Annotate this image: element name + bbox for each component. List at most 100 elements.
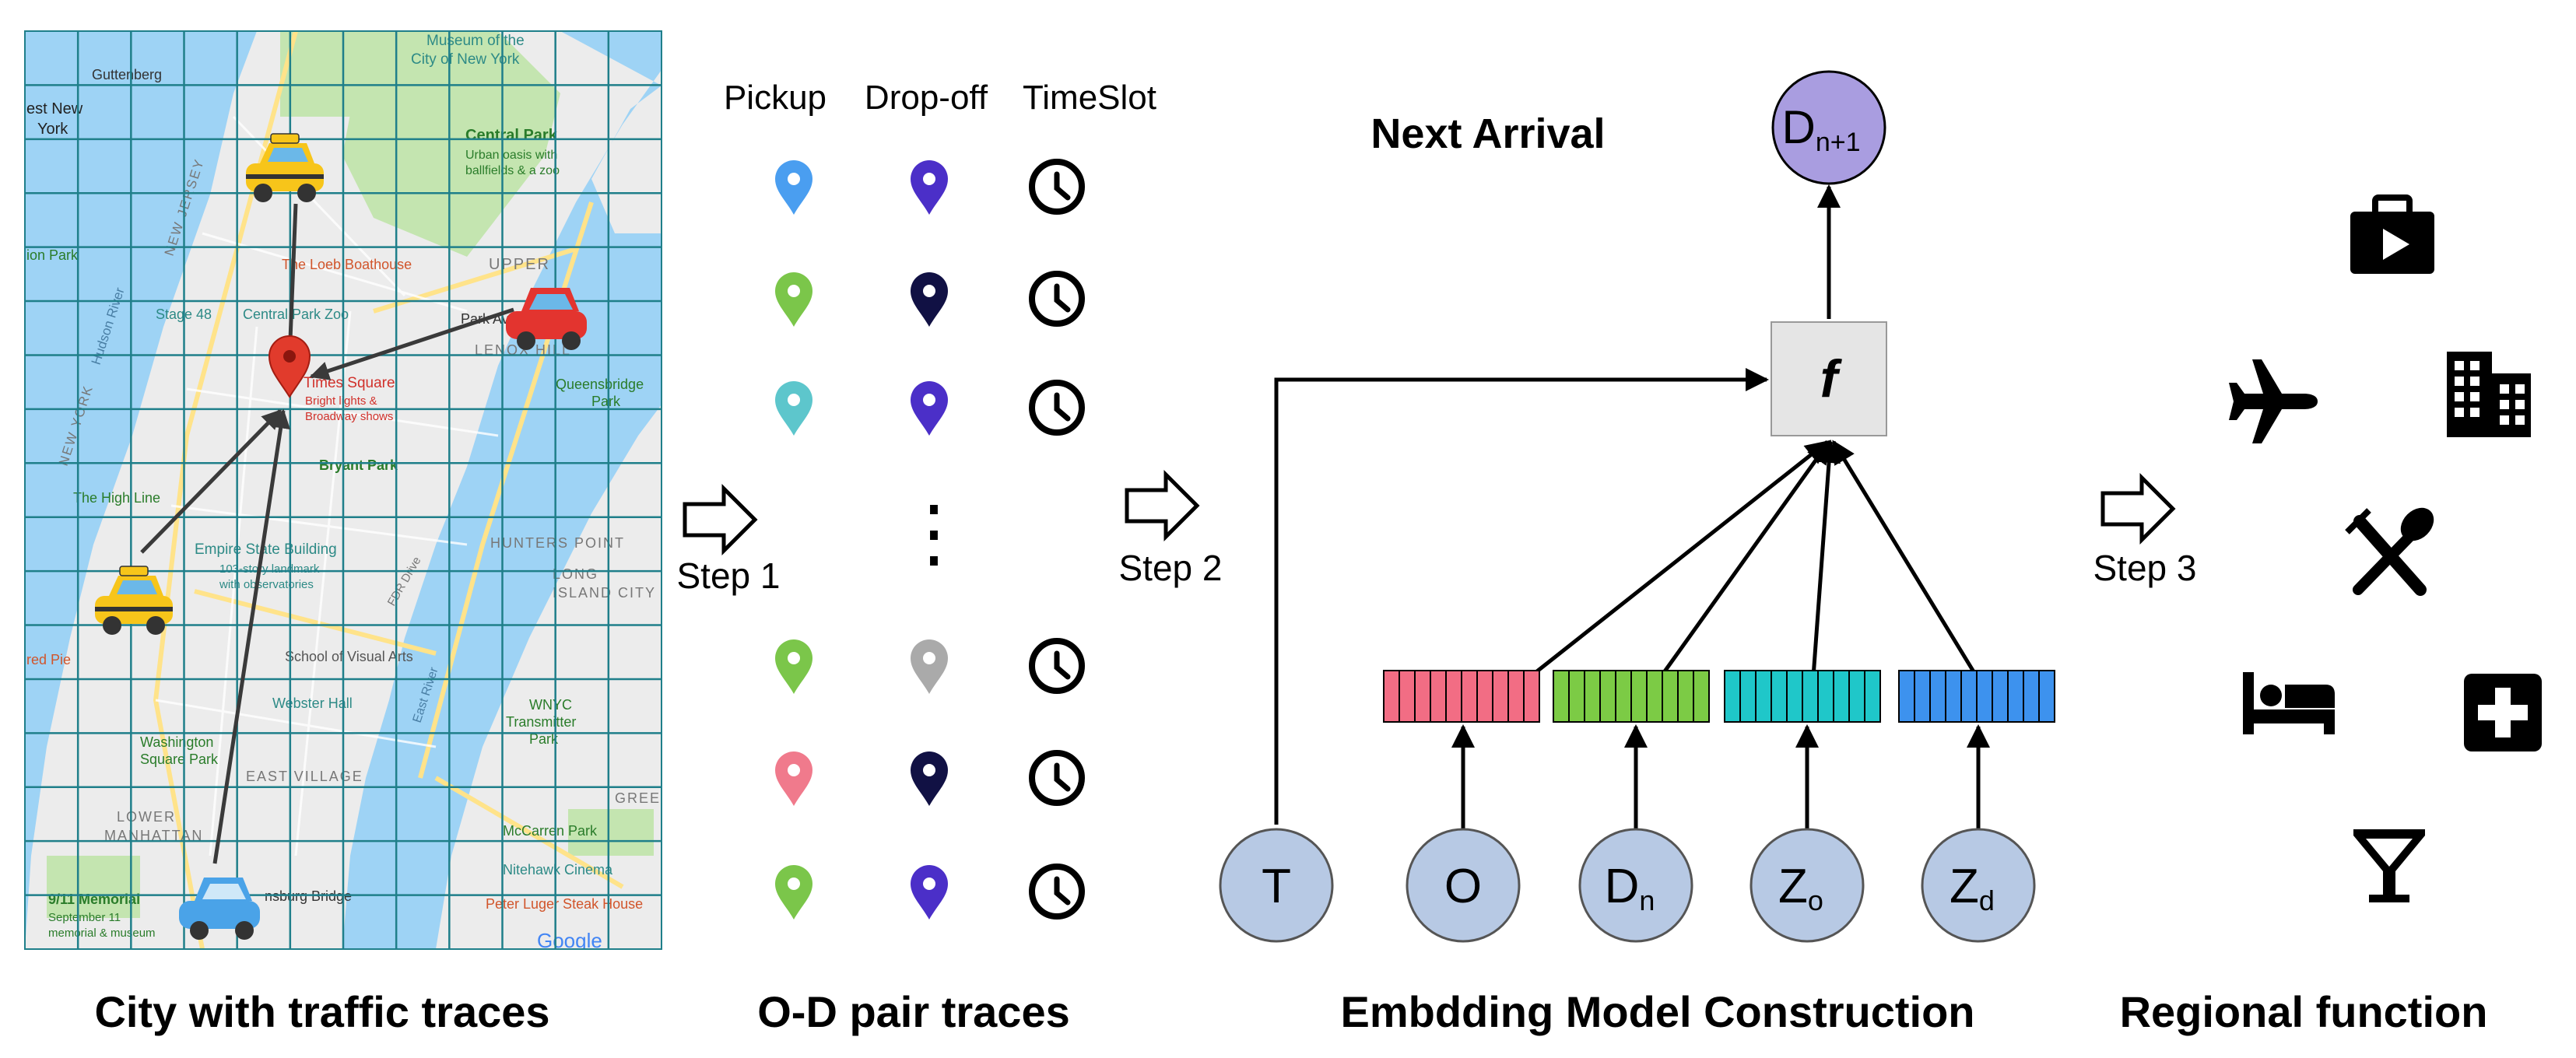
caption-od: O-D pair traces bbox=[757, 987, 1070, 1036]
clock-icon bbox=[1029, 638, 1085, 694]
input-node-label: Zo bbox=[1778, 860, 1823, 916]
map-label-greenpoint: GREENP bbox=[615, 790, 683, 806]
work-icon bbox=[2350, 194, 2434, 274]
step-2-arrow bbox=[1125, 469, 1200, 542]
clock-icon bbox=[1029, 864, 1085, 920]
input-node-sub: n bbox=[1639, 885, 1655, 916]
embedding-vector bbox=[1553, 670, 1710, 723]
input-node: T bbox=[1219, 828, 1334, 943]
map-label-memorial: 9/11 Memorial bbox=[48, 892, 140, 907]
input-node: Dn bbox=[1578, 828, 1693, 943]
output-node-main: D bbox=[1781, 101, 1815, 153]
dropoff-pin-icon bbox=[911, 751, 948, 806]
map-label-sva: School of Visual Arts bbox=[285, 649, 413, 664]
dropoff-pin-icon bbox=[911, 381, 948, 436]
hospital-icon bbox=[2464, 674, 2542, 751]
clock-icon bbox=[1029, 271, 1085, 327]
trace-4 bbox=[212, 408, 290, 864]
embedding-arrows bbox=[1528, 440, 1979, 678]
od-rows bbox=[775, 159, 1085, 920]
time-input-path bbox=[1274, 368, 1769, 825]
trace-3 bbox=[140, 409, 282, 554]
dropoff-pin-icon bbox=[911, 160, 948, 215]
map-label-google: Google bbox=[537, 929, 602, 952]
function-box: f bbox=[1771, 321, 1887, 436]
input-node: Zd bbox=[1921, 828, 2036, 943]
destination-pin bbox=[268, 335, 311, 398]
map-label-lenox-hill: LENOX HILL bbox=[475, 342, 571, 358]
caption-city: City with traffic traces bbox=[94, 987, 549, 1036]
output-node: Dn+1 bbox=[1771, 70, 1886, 185]
airplane-icon bbox=[2229, 359, 2318, 443]
map-label-webster: Webster Hall bbox=[272, 695, 353, 711]
map-label-pier: red Pie bbox=[26, 652, 71, 667]
trace-1 bbox=[280, 203, 300, 362]
embedding-model: Next Arrival Dn+1 f T O Dn Zo Zd bbox=[1219, 70, 2055, 943]
output-node-sub: n+1 bbox=[1816, 128, 1861, 157]
map-label-times-square-desc: Bright lights &Broadway shows bbox=[305, 394, 393, 423]
map-label-east-village: EAST VILLAGE bbox=[246, 769, 363, 784]
clock-icon bbox=[1029, 380, 1085, 436]
embedding-vector bbox=[1383, 670, 1540, 723]
traffic-traces bbox=[140, 203, 514, 864]
clock-icon bbox=[1029, 750, 1085, 806]
taxi-icon bbox=[246, 133, 324, 202]
step-2-label: Step 2 bbox=[1119, 548, 1223, 588]
map-label-esb: Empire State Building bbox=[195, 541, 337, 558]
map-label-hunters-point: HUNTERS POINT bbox=[490, 535, 625, 551]
caption-regional: Regional function bbox=[2120, 987, 2488, 1036]
input-node-main: O bbox=[1444, 860, 1482, 913]
input-node: Zo bbox=[1750, 828, 1865, 943]
input-node: O bbox=[1406, 828, 1521, 943]
trace-2 bbox=[309, 307, 514, 380]
input-node-label: Zd bbox=[1950, 860, 1995, 916]
pickup-pin-icon bbox=[775, 865, 812, 920]
step-2: Step 2 bbox=[1119, 469, 1223, 588]
map-label-central-park: Central Park bbox=[465, 127, 558, 144]
step-3: Step 3 bbox=[2093, 472, 2197, 588]
input-node-label: T bbox=[1262, 860, 1291, 913]
input-node-main: T bbox=[1262, 860, 1291, 913]
map-label-union-park: ion Park bbox=[26, 247, 79, 263]
input-nodes: T O Dn Zo Zd bbox=[1219, 724, 2036, 943]
map-label-upper: UPPER bbox=[489, 256, 550, 273]
step-1-label: Step 1 bbox=[677, 555, 781, 596]
input-node-main: Z bbox=[1950, 860, 1979, 913]
map-label-mccarren: McCarren Park bbox=[503, 823, 598, 839]
map-label-guttenberg: Guttenberg bbox=[92, 67, 162, 82]
regional-function-icons bbox=[2229, 194, 2542, 902]
hotel-icon bbox=[2243, 672, 2335, 734]
restaurant-icon bbox=[2345, 507, 2434, 596]
step-3-label: Step 3 bbox=[2093, 548, 2197, 588]
step-1: Step 1 bbox=[677, 483, 781, 596]
header-dropoff: Drop-off bbox=[865, 79, 988, 117]
pickup-pin-icon bbox=[775, 639, 812, 694]
embedding-vectors bbox=[1383, 670, 2055, 723]
next-arrival-label: Next Arrival bbox=[1370, 110, 1605, 157]
hudson-river bbox=[25, 31, 257, 949]
od-ellipsis: ⋮ bbox=[897, 492, 971, 575]
dropoff-pin-icon bbox=[911, 272, 948, 327]
input-node-main: Z bbox=[1778, 860, 1808, 913]
map-label-times-square: Times Square bbox=[304, 375, 395, 391]
bar-icon bbox=[2353, 829, 2425, 902]
building-icon bbox=[2447, 352, 2531, 437]
caption-model: Embdding Model Construction bbox=[1340, 987, 1974, 1036]
header-timeslot: TimeSlot bbox=[1023, 79, 1156, 117]
red-car-icon bbox=[506, 288, 587, 350]
input-node-main: D bbox=[1605, 860, 1640, 913]
pickup-pin-icon bbox=[775, 160, 812, 215]
step-3-arrow bbox=[2100, 472, 2176, 545]
map-label-high-line: The High Line bbox=[73, 490, 160, 506]
embedding-vector bbox=[1898, 670, 2055, 723]
svg-text:Dn+1: Dn+1 bbox=[1781, 101, 1860, 157]
map-label-peter-luger: Peter Luger Steak House bbox=[486, 896, 643, 912]
clock-icon bbox=[1029, 159, 1085, 215]
input-node-label: O bbox=[1444, 860, 1482, 913]
step-1-arrow bbox=[683, 483, 758, 556]
dropoff-pin-icon bbox=[911, 865, 948, 920]
